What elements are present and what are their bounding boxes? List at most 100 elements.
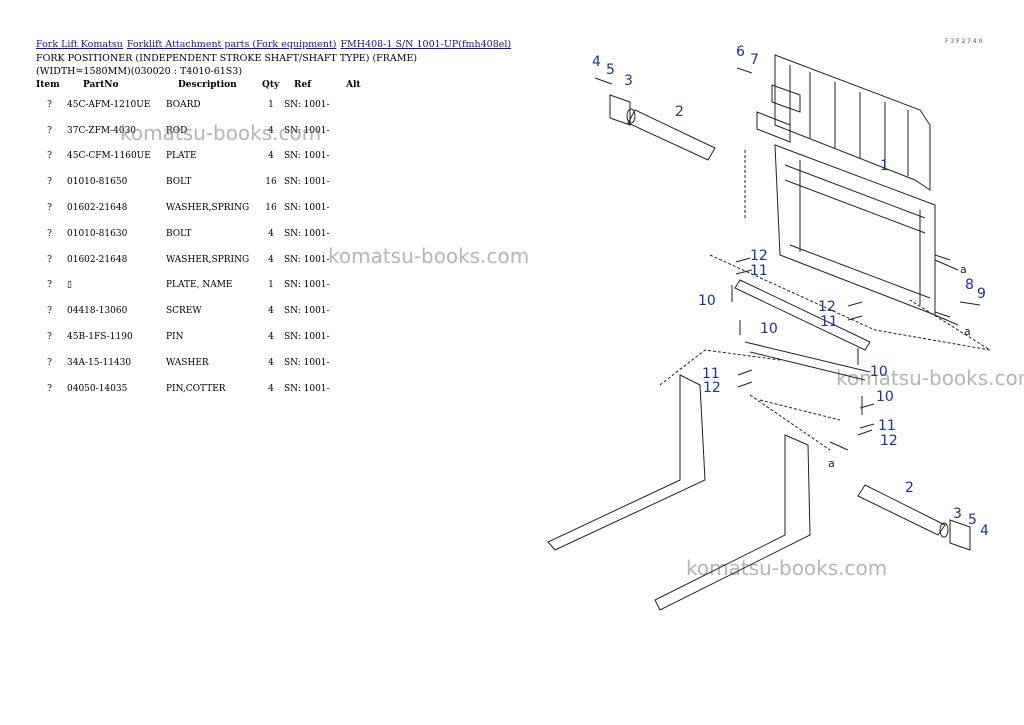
cell-item: ? — [47, 177, 52, 188]
callout-8: 8 — [965, 277, 974, 293]
cell-ref: SN: 1001- — [284, 306, 330, 317]
cell-ref: SN: 1001- — [284, 357, 330, 368]
cell-partno: 01010-81630 — [67, 228, 128, 239]
cell-item: ? — [47, 99, 52, 110]
callout-6: 6 — [736, 44, 745, 60]
parts-table: Item PartNo Description Qty Ref Alt ? 45C… — [36, 78, 370, 402]
callout-12: 12 — [880, 433, 898, 449]
cell-description: SCREW — [166, 306, 202, 317]
cell-item: ? — [47, 254, 52, 265]
rod-bottom — [857, 484, 946, 536]
cell-description: WASHER,SPRING — [166, 254, 250, 265]
cell-item: ? — [47, 383, 52, 394]
diagram-code: F 3 F 2 7 4 0 — [945, 38, 983, 45]
cell-qty: 4 — [268, 357, 274, 368]
cell-partno: 04050-14035 — [67, 383, 128, 394]
main-frame-inner — [784, 160, 931, 305]
cell-qty: 4 — [268, 383, 274, 394]
callout-10: 10 — [870, 364, 888, 380]
cell-description: ROD — [166, 125, 188, 136]
marker-a: a — [960, 263, 967, 276]
page-title-line2: (WIDTH=1580MM)(030020 : T4010-61S3) — [36, 66, 243, 77]
callout-5: 5 — [606, 62, 615, 78]
fork-left — [547, 374, 706, 551]
cell-description: PIN,COTTER — [166, 383, 226, 394]
breadcrumb-link-brand[interactable]: Fork Lift Komatsu — [36, 39, 123, 50]
board-slats — [789, 65, 909, 176]
washer-marks — [735, 257, 875, 436]
marker-a: a — [964, 325, 971, 338]
cell-alt — [346, 376, 370, 402]
page-title: FORK POSITIONER (INDEPENDENT STROKE SHAF… — [36, 52, 417, 78]
positioner-cylinder — [734, 279, 871, 351]
cell-alt — [346, 298, 370, 324]
cell-item: ? — [47, 151, 52, 162]
cell-partno: 04418-13060 — [67, 306, 128, 317]
callout-11: 11 — [750, 263, 768, 279]
cell-alt — [346, 118, 370, 144]
cell-partno: 34A-15-11430 — [67, 357, 132, 368]
cell-description: WASHER — [166, 357, 209, 368]
cell-partno: 01602-21648 — [67, 254, 128, 265]
pin-callout-10 — [731, 285, 863, 415]
cell-qty: 4 — [268, 151, 274, 162]
column-header-qty: Qty — [262, 80, 280, 90]
cell-qty: 4 — [268, 254, 274, 265]
cell-ref: SN: 1001- — [284, 332, 330, 343]
table-row: ? 45C-CFM-1160UE PLATE 4 SN: 1001- — [36, 144, 370, 170]
cell-partno: 45C-AFM-1210UE — [67, 99, 151, 110]
plate-bottom-right — [949, 519, 971, 551]
callout-2: 2 — [675, 104, 684, 120]
cell-description: BOARD — [166, 99, 201, 110]
callout-12: 12 — [750, 248, 768, 264]
cell-description: PLATE — [166, 151, 197, 162]
cell-qty: 16 — [265, 177, 277, 188]
cell-alt — [346, 169, 370, 195]
callout-10: 10 — [876, 389, 894, 405]
cell-ref: SN: 1001- — [284, 280, 330, 291]
table-header-row: Item PartNo Description Qty Ref Alt — [36, 78, 370, 92]
cell-ref: SN: 1001- — [284, 228, 330, 239]
diagram-drawing — [547, 54, 991, 611]
cell-description: PIN — [166, 332, 184, 343]
cell-qty: 4 — [268, 228, 274, 239]
callout-11: 11 — [820, 314, 838, 330]
callout-4: 4 — [592, 54, 601, 70]
fork-dash-box — [659, 349, 841, 451]
cell-alt — [346, 92, 370, 118]
cell-qty: 1 — [268, 280, 274, 291]
cell-qty: 4 — [268, 332, 274, 343]
rod-top — [627, 109, 716, 161]
cell-partno: 37C-ZFM-4030 — [67, 125, 137, 136]
callout-10: 10 — [760, 321, 778, 337]
cell-ref: SN: 1001- — [284, 383, 330, 394]
breadcrumb-link-category[interactable]: Forklift Attachment parts (Fork equipmen… — [126, 39, 337, 50]
cell-alt — [346, 273, 370, 299]
cell-partno: 01010-81650 — [67, 177, 128, 188]
cell-item: ? — [47, 332, 52, 343]
rod-top-end — [626, 108, 636, 124]
cell-ref: SN: 1001- — [284, 125, 330, 136]
cell-alt — [346, 221, 370, 247]
cell-description: WASHER,SPRING — [166, 203, 250, 214]
callout-7: 7 — [750, 52, 759, 68]
column-header-partno: PartNo — [83, 80, 119, 90]
cell-item: ? — [47, 280, 52, 291]
cell-ref: SN: 1001- — [284, 203, 330, 214]
callout-1: 1 — [880, 158, 889, 174]
cell-ref: SN: 1001- — [284, 151, 330, 162]
callout-11: 11 — [878, 418, 896, 434]
plate-mid-square — [756, 111, 791, 143]
cell-partno: 45C-CFM-1160UE — [67, 151, 151, 162]
breadcrumb-link-model[interactable]: FMH408-1 S/N 1001-UP(fmh408el) — [340, 39, 512, 50]
